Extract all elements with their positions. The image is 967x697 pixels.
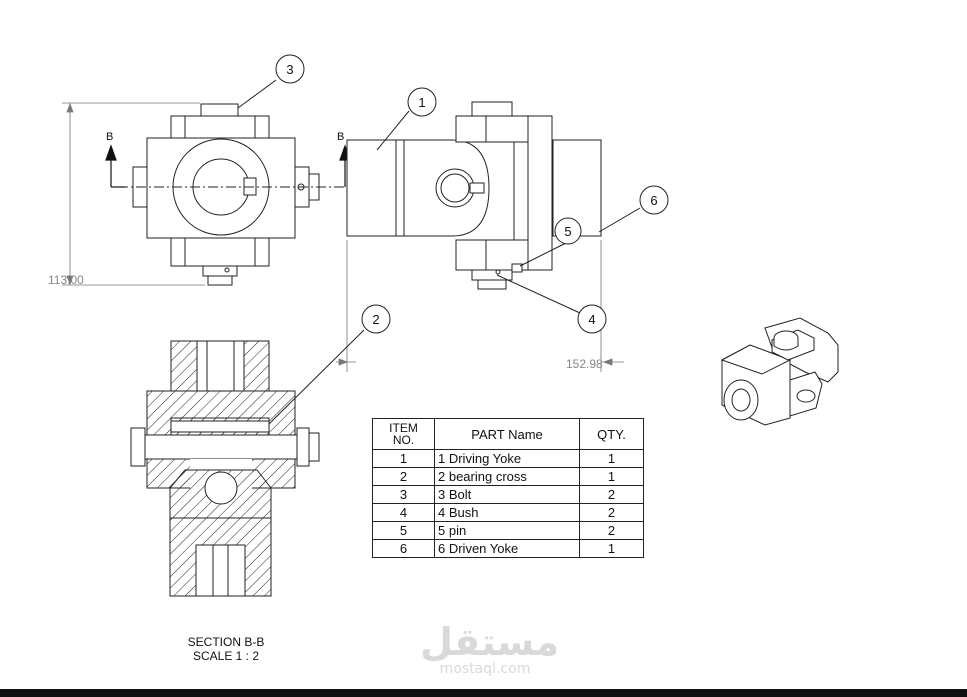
- watermark-logo: مستقل mostaql.com: [420, 620, 559, 677]
- height-dimension: [62, 102, 205, 286]
- svg-text:5: 5: [564, 224, 571, 239]
- bottom-border-bar: [0, 689, 967, 697]
- watermark-arabic: مستقل: [420, 620, 559, 664]
- balloon-3: 3: [275, 54, 305, 84]
- header-part-name: PART Name: [434, 418, 580, 450]
- table-row: 2 2 bearing cross 1: [372, 467, 644, 486]
- svg-text:2: 2: [372, 312, 379, 327]
- balloon-2: 2: [361, 304, 391, 334]
- svg-text:6: 6: [650, 193, 657, 208]
- table-row: 4 4 Bush 2: [372, 503, 644, 522]
- height-dimension-value: 113.00: [48, 273, 84, 287]
- watermark-latin: mostaql.com: [439, 661, 531, 677]
- section-view-label: SECTION B-B SCALE 1 : 2: [168, 635, 284, 663]
- balloon-6: 6: [639, 185, 669, 215]
- svg-text:1: 1: [418, 95, 425, 110]
- balloon-1: 1: [407, 87, 437, 117]
- svg-text:3: 3: [286, 62, 293, 77]
- section-marker-left: B: [106, 131, 113, 143]
- balloon-5: 5: [554, 217, 582, 245]
- section-scale: SCALE 1 : 2: [192, 649, 260, 663]
- svg-text:4: 4: [588, 312, 595, 327]
- front-view: [118, 103, 345, 286]
- section-marker-right: B: [337, 131, 344, 143]
- side-view: [346, 101, 602, 290]
- table-row: 6 6 Driven Yoke 1: [372, 539, 644, 558]
- table-row: 3 3 Bolt 2: [372, 485, 644, 504]
- table-row: 1 1 Driving Yoke 1: [372, 449, 644, 468]
- section-arrows: [105, 144, 351, 188]
- section-title: SECTION B-B: [187, 635, 265, 649]
- width-dimension-value: 152.98: [566, 357, 603, 371]
- table-row: 5 5 pin 2: [372, 521, 644, 540]
- header-qty: QTY.: [579, 418, 644, 450]
- section-view: [130, 340, 320, 597]
- isometric-view: [720, 317, 839, 426]
- balloon-leaders: [237, 79, 641, 426]
- balloon-4: 4: [577, 304, 607, 334]
- width-dimension: [336, 240, 624, 372]
